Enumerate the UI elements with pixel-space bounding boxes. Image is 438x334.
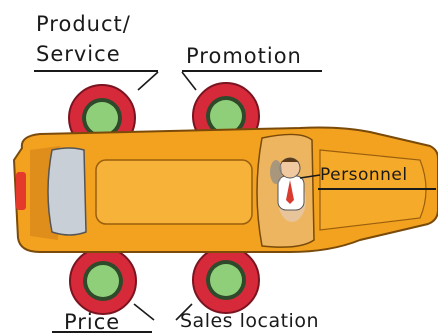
- label-personnel: Personnel: [320, 165, 408, 185]
- pointer-sales-location: [175, 303, 193, 321]
- pointer-product-service: [137, 71, 159, 91]
- pointer-promotion: [181, 71, 197, 91]
- pointer-price: [133, 303, 155, 321]
- driver-figure: [270, 157, 306, 222]
- label-product-line2: Service: [36, 42, 121, 66]
- label-sales-location: Sales location: [180, 310, 319, 332]
- underline-promotion: [182, 70, 322, 72]
- underline-product: [34, 70, 158, 72]
- underline-personnel: [318, 188, 436, 190]
- wheel-price: [69, 247, 137, 315]
- headlight-left: [16, 172, 26, 210]
- underline-price: [52, 331, 152, 333]
- rear-tail: [319, 149, 427, 231]
- wheel-sales-location: [192, 246, 260, 314]
- label-product-line1: Product/: [36, 12, 131, 36]
- label-price: Price: [64, 310, 121, 334]
- pointer-personnel: [299, 174, 321, 179]
- leader-lines: [133, 71, 321, 321]
- label-promotion: Promotion: [186, 44, 302, 68]
- front-windshield: [47, 147, 87, 236]
- roof-panel: [95, 159, 253, 225]
